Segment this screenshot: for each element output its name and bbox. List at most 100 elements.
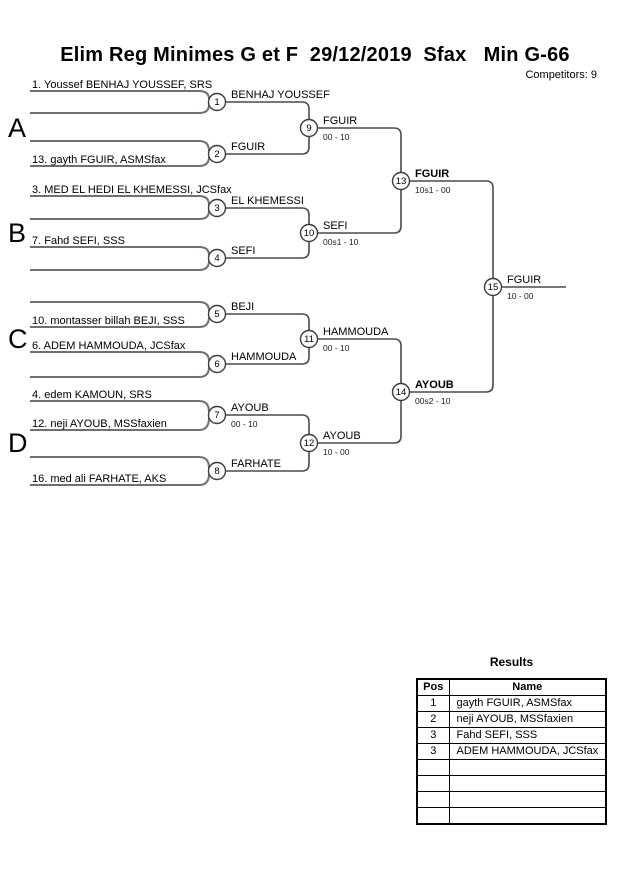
connector-line bbox=[318, 127, 402, 172]
connector-line bbox=[318, 190, 402, 234]
winner-label: FGUIR bbox=[415, 168, 449, 180]
slot-line bbox=[30, 400, 210, 413]
slot-line bbox=[30, 210, 210, 220]
match-number: 7 bbox=[214, 410, 219, 421]
connector-line bbox=[226, 452, 310, 472]
slot-line bbox=[30, 140, 210, 152]
match-circle bbox=[299, 118, 319, 138]
match-circles bbox=[207, 92, 503, 481]
match-circle bbox=[299, 223, 319, 243]
competitor-name: 12. neji AYOUB, MSSfaxien bbox=[32, 418, 167, 430]
match-circle bbox=[207, 144, 227, 164]
match-number: 5 bbox=[214, 309, 219, 320]
match-number: 9 bbox=[306, 123, 311, 134]
winner-label: HAMMOUDA bbox=[231, 351, 297, 363]
slot-line bbox=[30, 366, 210, 378]
connector-line bbox=[318, 401, 402, 444]
connector-line bbox=[226, 207, 310, 224]
competitor-name: 4. edem KAMOUN, SRS bbox=[32, 389, 152, 401]
connector-line bbox=[410, 296, 494, 393]
competitors-count: Competitors: 9 bbox=[525, 69, 597, 81]
section-letter-d: D bbox=[8, 428, 28, 458]
match-circle bbox=[299, 329, 319, 349]
result-pos: 2 bbox=[416, 711, 450, 728]
winner-label: BENHAJ YOUSSEF bbox=[231, 89, 330, 101]
result-name bbox=[448, 807, 607, 825]
result-name: Fahd SEFI, SSS bbox=[448, 727, 607, 744]
match-circle bbox=[207, 354, 227, 374]
connector-line bbox=[226, 313, 310, 330]
section-letter-c: C bbox=[8, 324, 28, 354]
slot-line bbox=[30, 351, 210, 362]
competitor-name: 1. Youssef BENHAJ YOUSSEF, SRS bbox=[32, 79, 212, 91]
winner-label: FARHATE bbox=[231, 458, 281, 470]
match-number: 10 bbox=[304, 228, 315, 239]
match-number: 15 bbox=[488, 282, 499, 293]
result-name bbox=[448, 775, 607, 792]
result-name bbox=[448, 791, 607, 808]
match-number: 3 bbox=[214, 203, 219, 214]
competitor-name: 13. gayth FGUIR, ASMSfax bbox=[32, 154, 166, 166]
results-row bbox=[416, 759, 607, 776]
match-number: 12 bbox=[304, 438, 315, 449]
results-header-row: Pos Name bbox=[416, 678, 607, 696]
results-row: 3 ADEM HAMMOUDA, JCSfax bbox=[416, 743, 607, 760]
results-row: 3 Fahd SEFI, SSS bbox=[416, 727, 607, 744]
results-row bbox=[416, 807, 607, 825]
results-row: 1 gayth FGUIR, ASMSfax bbox=[416, 695, 607, 712]
match-number: 6 bbox=[214, 359, 219, 370]
connector-line bbox=[226, 348, 310, 365]
winner-label: AYOUB bbox=[231, 402, 269, 414]
match-score: 10s1 - 00 bbox=[415, 185, 451, 195]
match-circle bbox=[207, 198, 227, 218]
match-score: 00s1 - 10 bbox=[323, 237, 359, 247]
tournament-bracket: A B C D bbox=[8, 79, 566, 486]
slot-line bbox=[30, 156, 210, 167]
connector-line bbox=[226, 414, 310, 434]
winner-connector-lines bbox=[226, 101, 566, 472]
results-row bbox=[416, 791, 607, 808]
round1-slot-lines bbox=[30, 90, 210, 486]
result-name: ADEM HAMMOUDA, JCSfax bbox=[448, 743, 607, 760]
result-name: gayth FGUIR, ASMSfax bbox=[448, 695, 607, 712]
competitor-name: 7. Fahd SEFI, SSS bbox=[32, 235, 125, 247]
winner-label: FGUIR bbox=[323, 115, 357, 127]
match-number: 2 bbox=[214, 149, 219, 160]
champion-label: FGUIR bbox=[507, 274, 541, 286]
match-circle bbox=[391, 382, 411, 402]
match-number: 1 bbox=[214, 97, 219, 108]
winner-label: SEFI bbox=[323, 220, 347, 232]
match-score: 00 - 10 bbox=[323, 343, 350, 353]
match-circle bbox=[391, 171, 411, 191]
result-pos bbox=[416, 775, 450, 792]
match-circle bbox=[299, 433, 319, 453]
results-table: Pos Name 1 gayth FGUIR, ASMSfax 2 neji A… bbox=[416, 678, 607, 825]
result-pos bbox=[416, 759, 450, 776]
match-score: 10 - 00 bbox=[323, 447, 350, 457]
winner-label: FGUIR bbox=[231, 141, 265, 153]
semifinal-final-labels: FGUIR 10s1 - 00 AYOUB 00s2 - 10 FGUIR 10… bbox=[415, 168, 541, 406]
slot-line bbox=[30, 301, 210, 312]
competitor-name: 3. MED EL HEDI EL KHEMESSI, JCSfax bbox=[32, 184, 232, 196]
match-circle bbox=[207, 405, 227, 425]
winner-label: BEJI bbox=[231, 301, 254, 313]
results-col-name: Name bbox=[448, 678, 607, 696]
match-circle bbox=[483, 277, 503, 297]
result-name: neji AYOUB, MSSfaxien bbox=[448, 711, 607, 728]
slot-line bbox=[30, 246, 210, 256]
match-number: 11 bbox=[304, 334, 314, 345]
winner-label: EL KHEMESSI bbox=[231, 195, 304, 207]
slot-line bbox=[30, 90, 210, 100]
slot-line bbox=[30, 104, 210, 114]
connector-line bbox=[226, 137, 310, 155]
match-circle bbox=[207, 461, 227, 481]
match-number: 14 bbox=[396, 387, 407, 398]
match-score: 00 - 10 bbox=[323, 132, 350, 142]
slot-line bbox=[30, 417, 210, 431]
connector-line bbox=[226, 242, 310, 259]
result-pos: 3 bbox=[416, 727, 450, 744]
winner-label: AYOUB bbox=[415, 379, 454, 391]
round2-winner-labels: FGUIR 00 - 10 SEFI 00s1 - 10 HAMMOUDA 00… bbox=[323, 115, 389, 457]
result-pos: 3 bbox=[416, 743, 450, 760]
competitor-name: 6. ADEM HAMMOUDA, JCSfax bbox=[32, 340, 186, 352]
